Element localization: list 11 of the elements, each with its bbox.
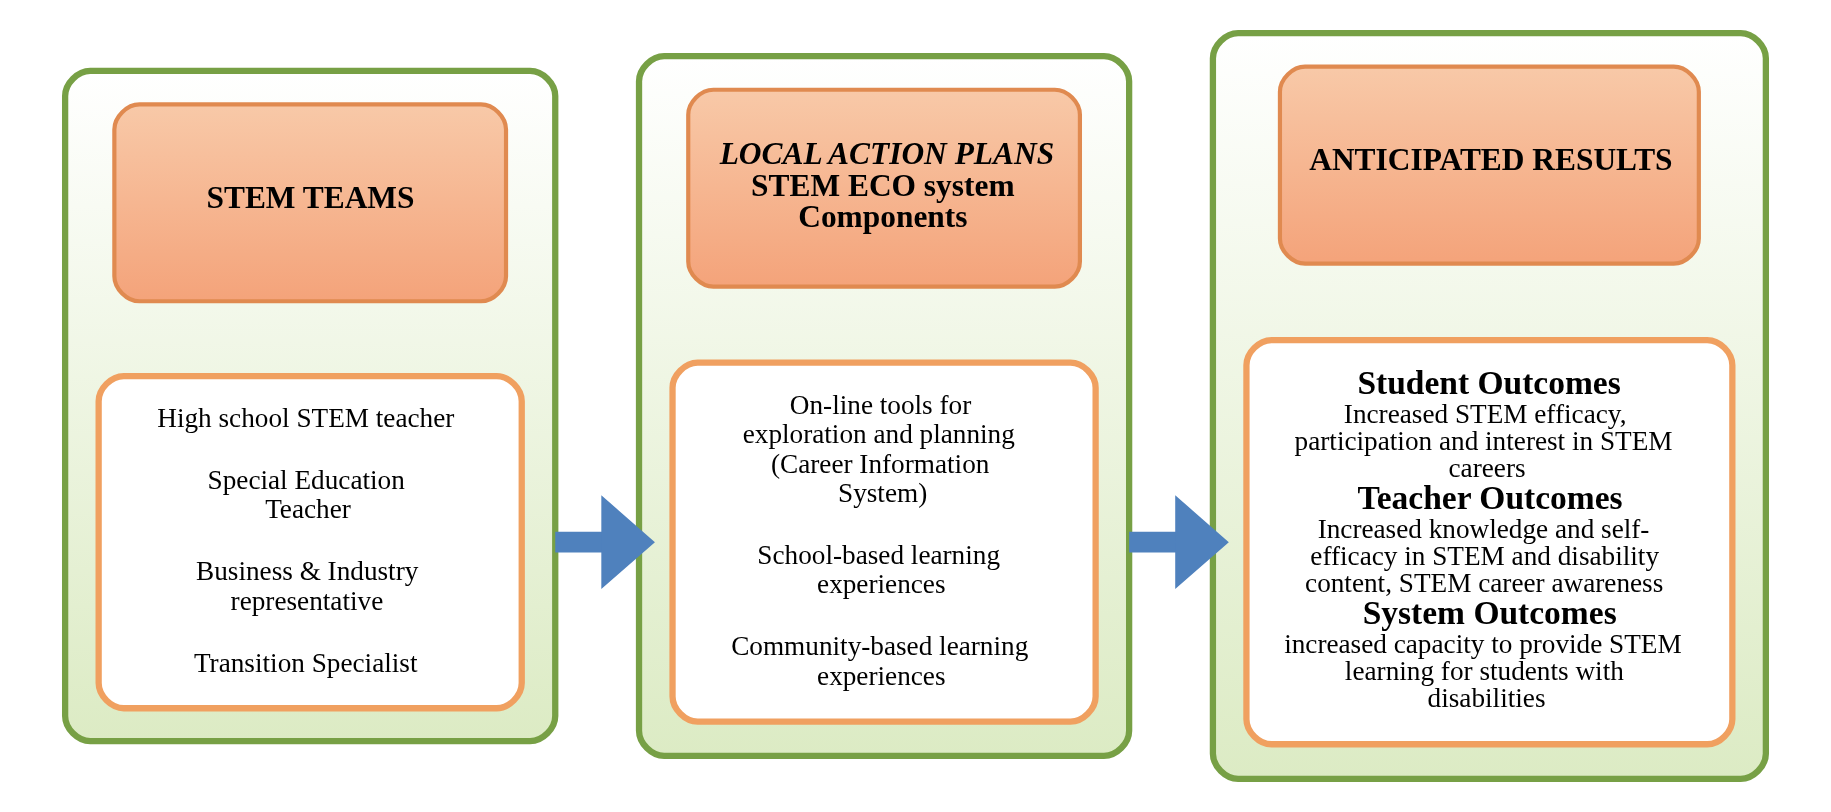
arrow bbox=[1129, 495, 1229, 590]
node-box: STEM TEAMS bbox=[112, 102, 509, 304]
node-box: Student Outcomes Increased STEM efficacy, participation and interest in STEM careers Teacher Outcomes Increased knowledge and self-efficacy in STEM and disability content, STEM career awareness System Outcomes increased capacity to provide STEM learning for students with disabilities bbox=[1243, 336, 1736, 748]
node-box: LOCAL ACTION PLANS STEM ECO system Components bbox=[686, 87, 1082, 289]
arrow bbox=[555, 495, 655, 590]
cluster bbox=[62, 67, 559, 745]
node-box: ANTICIPATED RESULTS bbox=[1277, 64, 1701, 266]
node-box: High school STEM teacher Special Education Teacher Business & Industry representative Transition Specialist bbox=[95, 372, 525, 712]
cluster bbox=[1209, 30, 1769, 782]
node-box: On-line tools for exploration and planning (Career Information System) School-based learning experiences Community-based learning experiences bbox=[669, 359, 1099, 725]
cluster bbox=[635, 53, 1133, 759]
